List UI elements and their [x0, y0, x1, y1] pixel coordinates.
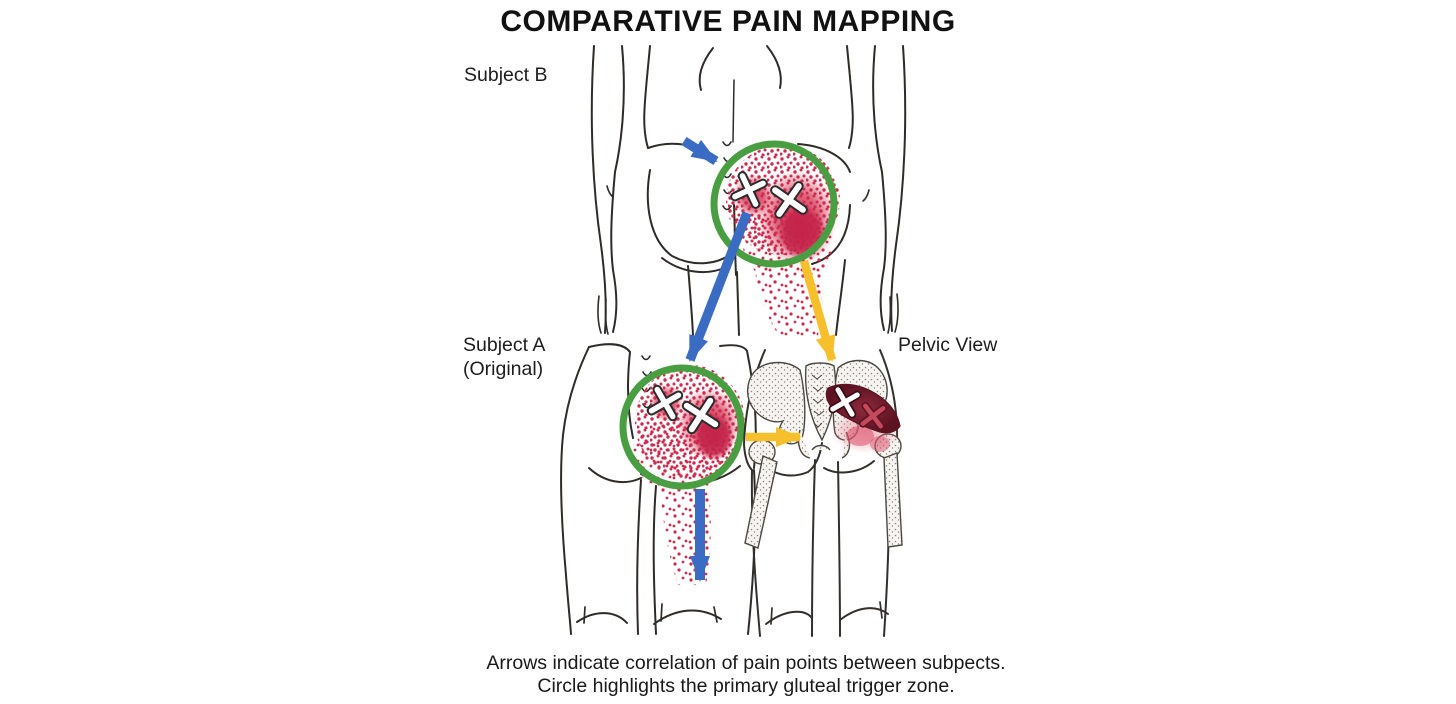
- pain-x-mark: [858, 401, 888, 431]
- subject-a-label-line2: (Original): [463, 358, 544, 380]
- pain-x-mark: [681, 395, 721, 435]
- pain-x-mark: [828, 385, 862, 419]
- femur-shaft-left: [744, 455, 778, 549]
- pain-x-mark: [646, 384, 684, 422]
- pelvis-bones: [744, 359, 903, 549]
- caption-line1: Arrows indicate correlation of pain poin…: [486, 652, 1006, 674]
- page-title: COMPARATIVE PAIN MAPPING: [500, 5, 956, 38]
- trigger-zone-circle-subject-b: [710, 140, 838, 268]
- figure-caption: Arrows indicate correlation of pain poin…: [18, 652, 1456, 698]
- yellow-arrow-b-to-pelvis: [799, 259, 837, 362]
- pain-x-mark: [730, 171, 768, 209]
- caption-line2: Circle highlights the primary gluteal tr…: [537, 675, 955, 697]
- trigger-zone-circle-subject-a: [619, 364, 745, 490]
- correlation-arrows: [681, 136, 837, 582]
- subject-b-label: Subject B: [464, 64, 548, 86]
- pelvic-view-label: Pelvic View: [898, 334, 998, 356]
- pelvic-view-figure: [742, 349, 903, 637]
- subject-a-label: Subject A (Original): [463, 333, 545, 381]
- blue-arrow-b-to-a: [685, 211, 752, 362]
- subject-a-label-line1: Subject A: [463, 334, 546, 356]
- blue-arrow-into-subject-b: [681, 136, 719, 166]
- pain-x-mark: [770, 181, 808, 219]
- femur-shaft-right: [883, 452, 903, 548]
